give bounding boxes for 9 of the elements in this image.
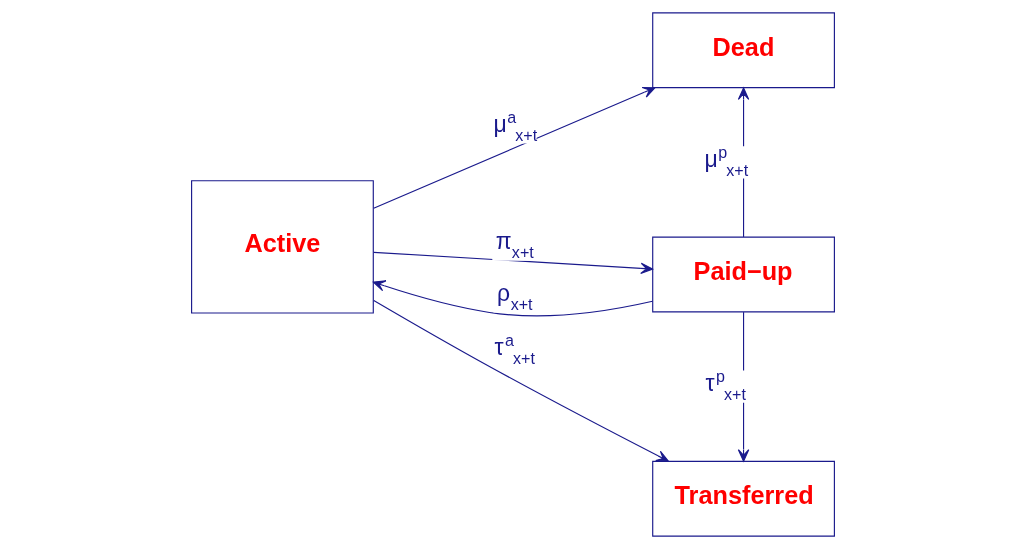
arrow xyxy=(373,251,654,275)
node-box: Active xyxy=(191,180,374,314)
arrow xyxy=(373,299,669,462)
edge-label: ρ$_{x+t}$ xyxy=(496,279,533,313)
node-box: Transferred xyxy=(652,460,835,537)
edge-label: π$_{x+t}$ xyxy=(495,228,534,262)
node-box: Dead xyxy=(652,12,835,89)
node-box: Paid−up xyxy=(652,236,835,313)
arrow xyxy=(373,87,656,209)
